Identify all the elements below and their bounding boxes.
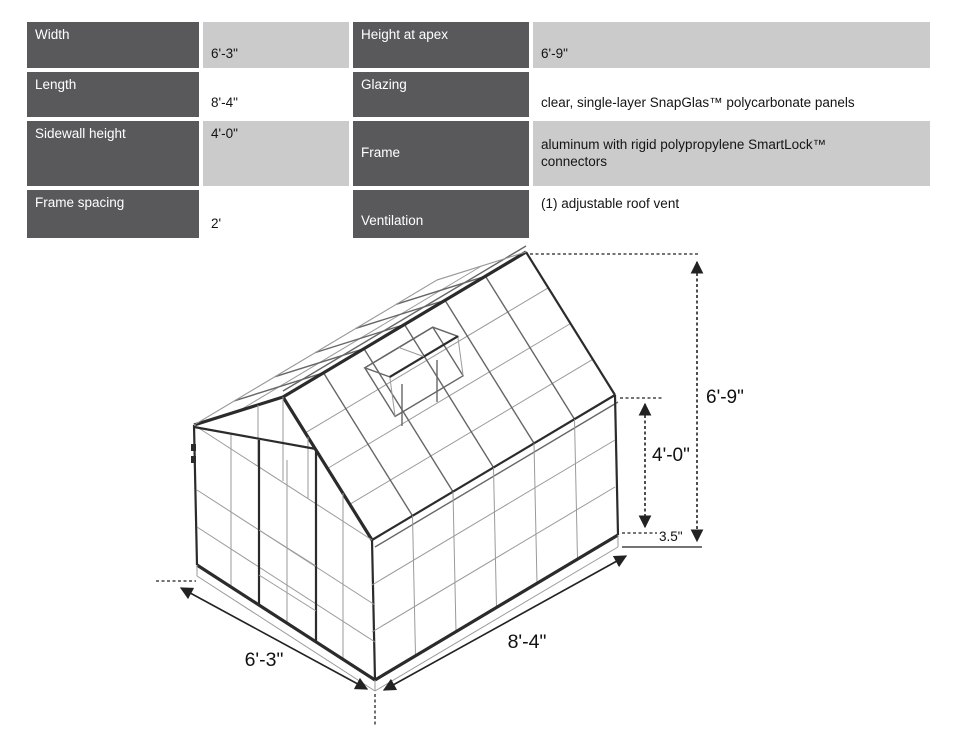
dim-width: 6'-3" [156,580,376,727]
spec-label-length: Length [27,72,199,117]
spec-label-height-at-apex: Height at apex [353,22,529,68]
spec-label-width: Width [27,22,199,68]
dim-label-base-height: 3.5" [659,529,683,544]
dim-sidewall-height: 4'-0" [620,397,690,529]
spec-label-frame-spacing: Frame spacing [27,190,199,238]
door-hinge [191,444,196,451]
table-row: Frame spacing 2' Ventilation (1) adjusta… [27,190,930,238]
spec-value-text: 6'-9" [541,46,568,62]
spec-value-text: clear, single-layer SnapGlas™ polycarbon… [541,95,855,111]
dimension-annotations: 6'-9" 4'-0" 3.5" 8'-4" [156,253,744,727]
spec-value-width: 6'-3" [203,22,349,68]
spec-label-sidewall-height: Sidewall height [27,121,199,186]
spec-label-ventilation: Ventilation [353,190,529,238]
greenhouse-drawing [191,245,620,692]
near-roof-plane [305,275,594,517]
spec-table: Width 6'-3" Height at apex 6'-9" Length … [23,18,934,242]
spec-value-sidewall-height: 4'-0" [203,121,349,186]
dim-label-sidewall-height: 4'-0" [652,445,690,466]
spec-value-length: 8'-4" [203,72,349,117]
gable-end-wall [191,397,376,659]
dim-label-width: 6'-3" [245,649,284,671]
right-side-wall [370,394,620,681]
dim-length: 8'-4" [382,555,628,691]
spec-value-text: aluminum with rigid polypropylene SmartL… [541,136,827,169]
spec-value-frame: aluminum with rigid polypropylene SmartL… [533,121,930,186]
table-row: Width 6'-3" Height at apex 6'-9" [27,22,930,68]
spec-label-frame: Frame [353,121,529,186]
roof-vent-open [363,326,465,426]
roof-frame-edges [193,245,619,548]
spec-value-frame-spacing: 2' [203,190,349,238]
sliding-door [193,425,318,642]
door-hinge [191,456,196,463]
spec-label-glazing: Glazing [353,72,529,117]
dim-base-height: 3.5" [622,529,683,544]
table-row: Length 8'-4" Glazing clear, single-layer… [27,72,930,117]
table-row: Sidewall height 4'-0" Frame aluminum wit… [27,121,930,186]
dim-apex-height: 6'-9" [530,253,744,548]
spec-value-height-at-apex: 6'-9" [533,22,930,68]
spec-value-ventilation: (1) adjustable roof vent [533,190,930,238]
spec-value-glazing: clear, single-layer SnapGlas™ polycarbon… [533,72,930,117]
spec-value-text: (1) adjustable roof vent [541,196,680,211]
far-roof-plane [193,251,527,426]
greenhouse-dimension-diagram: 6'-9" 4'-0" 3.5" 8'-4" [156,245,744,727]
dim-label-apex-height: 6'-9" [706,387,744,408]
dim-label-length: 8'-4" [508,631,547,653]
